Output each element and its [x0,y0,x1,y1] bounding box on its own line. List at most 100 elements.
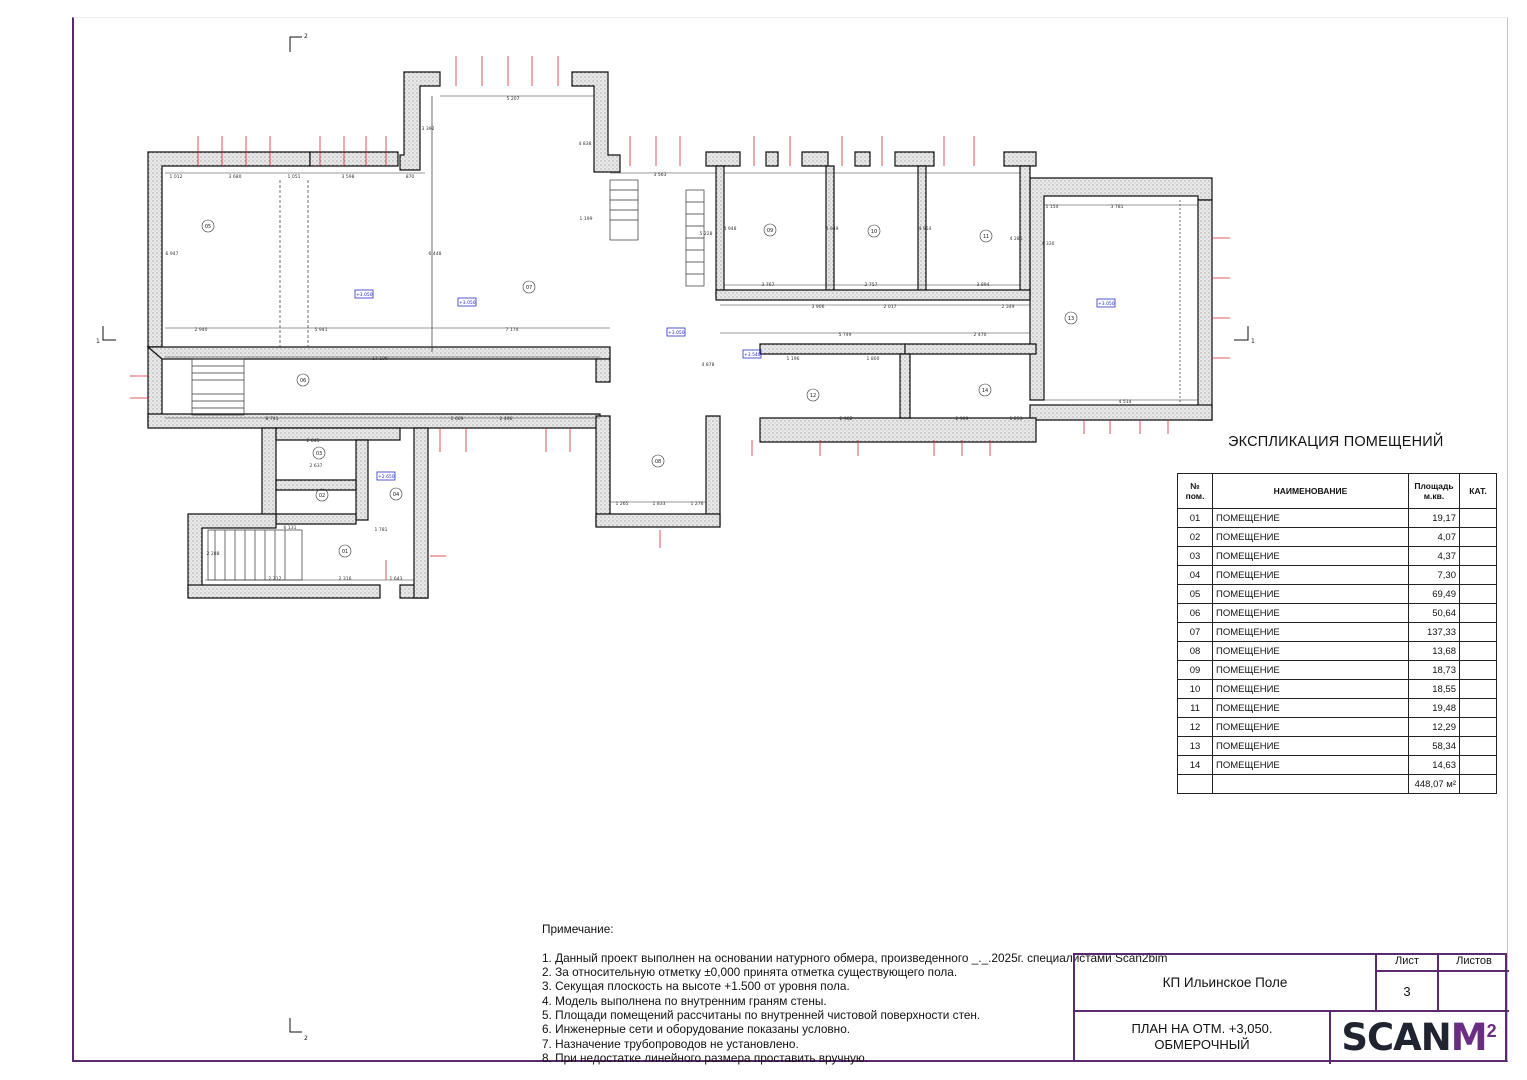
cell-num: 11 [1177,698,1213,718]
cell-area: 18,55 [1408,679,1460,699]
explication-table: № пом. НАИМЕНОВАНИЕ Площадь м.кв. КАТ. 0… [1177,473,1497,794]
dimension-text: 6 448 [429,251,442,257]
room-tag: 03 [316,451,322,457]
cell-area: 7,30 [1408,565,1460,585]
note-item: 2. За относительную отметку ±0,000 приня… [542,965,958,980]
cell-name: ПОМЕЩЕНИЕ [1212,698,1409,718]
cell-name: ПОМЕЩЕНИЕ [1212,717,1409,737]
section-marks [102,36,1249,1033]
room-tag: 05 [205,224,211,230]
table-header-row: № пом. НАИМЕНОВАНИЕ Площадь м.кв. КАТ. [1177,473,1497,509]
notes-list: 1. Данный проект выполнен на основании н… [542,951,1167,1065]
cell-name: ПОМЕЩЕНИЕ [1212,508,1409,528]
walls [146,71,1213,599]
sheet-label: Лист [1395,955,1419,967]
col-area: Площадь м.кв. [1408,473,1460,509]
dimension-text: 1 781 [375,527,388,533]
dimension-text: 2 496 [500,416,513,422]
note-item: 8. При недостатке линейного размера прос… [542,1050,869,1065]
cell-num: 01 [1177,508,1213,528]
dimension-text: 2 940 [195,327,208,333]
dimension-text: 3 906 [812,304,825,310]
cell-area: 19,48 [1408,698,1460,718]
dimension-text: 4 514 [1119,399,1132,405]
cell-area: 4,37 [1408,546,1460,566]
section-mark-label: 2 [304,1035,308,1042]
dimension-text: 6 947 [166,251,179,257]
room-tag: 02 [319,493,325,499]
cell-area: 12,29 [1408,717,1460,737]
dimension-text: 1 199 [580,216,593,222]
cell-name: ПОМЕЩЕНИЕ [1212,736,1409,756]
dimension-text: 3 598 [342,174,355,180]
dimension-text: 4 954 [919,226,932,232]
cell-num: 12 [1177,717,1213,737]
dimension-text: 1 800 [867,356,880,362]
notes-block: Примечание: 1. Данный проект выполнен на… [542,908,1167,1080]
cell-area: 19,17 [1408,508,1460,528]
dimension-text: 2 999 [956,416,969,422]
note-item: 6. Инженерные сети и оборудование показа… [542,1022,851,1037]
dimension-text: 6 131 [284,525,297,531]
dimension-text: 2 845 [307,438,320,444]
section-mark-label: 2 [304,33,308,40]
cell-num: 10 [1177,679,1213,699]
total-area: 448,07 м² [1408,774,1460,794]
dimension-text: 4 949 [826,226,839,232]
cell-num: 14 [1177,755,1213,775]
room-tag: 12 [810,393,816,399]
notes-title: Примечание: [542,922,614,937]
room-tag-circles [201,219,1078,558]
dimension-text: 4 878 [702,362,715,368]
wall-top-rooms [705,151,741,167]
project-name: КП Ильинское Поле [1162,975,1288,990]
wall-tower-left [399,71,441,171]
level-mark: +2.650 [378,474,395,480]
dimension-text: 3 767 [762,282,775,288]
cell-name: ПОМЕЩЕНИЕ [1212,603,1409,623]
level-marks [354,289,1116,481]
cell-area: 13,68 [1408,641,1460,661]
room-tag: 06 [300,378,306,384]
dimension-text: 4 286 [1010,236,1023,242]
dimension-text: 2 316 [339,576,352,582]
cell-num: 02 [1177,527,1213,547]
dimension-text: 2 212 [269,576,282,582]
dimension-text: 2 017 [884,304,897,310]
col-cat: КАТ. [1459,473,1497,509]
dimension-text: 1 012 [170,174,183,180]
dimension-text: 1 253 [1010,416,1023,422]
dimension-text: 2 637 [310,463,323,469]
logo-m: M [1450,1015,1488,1059]
dimension-text: 4 948 [724,226,737,232]
cell-area: 50,64 [1408,603,1460,623]
dimension-text: 5 749 [839,332,852,338]
cell-num: 06 [1177,603,1213,623]
note-item: 5. Площади помещений рассчитаны по внутр… [542,1008,981,1023]
dimension-text: 870 [406,174,415,180]
note-item: 4. Модель выполнена по внутренним граням… [542,993,827,1008]
cell-name: ПОМЕЩЕНИЕ [1212,565,1409,585]
plan-title-line2: ОБМЕРОЧНЫЙ [1154,1037,1250,1052]
room-tag: 10 [871,229,877,235]
plan-title: ПЛАН НА ОТМ. +3,050. ОБМЕРОЧНЫЙ [1075,1012,1329,1062]
dimension-lines [165,95,1198,581]
logo-text: SCAN [1341,1015,1451,1059]
cell-name: ПОМЕЩЕНИЕ [1212,660,1409,680]
cell-area: 137,33 [1408,622,1460,642]
cell-area: 58,34 [1408,736,1460,756]
dimension-text: 1 265 [616,501,629,507]
level-mark: +3.540 [744,352,761,358]
cell-num: 05 [1177,584,1213,604]
level-mark: +3.050 [459,300,476,306]
